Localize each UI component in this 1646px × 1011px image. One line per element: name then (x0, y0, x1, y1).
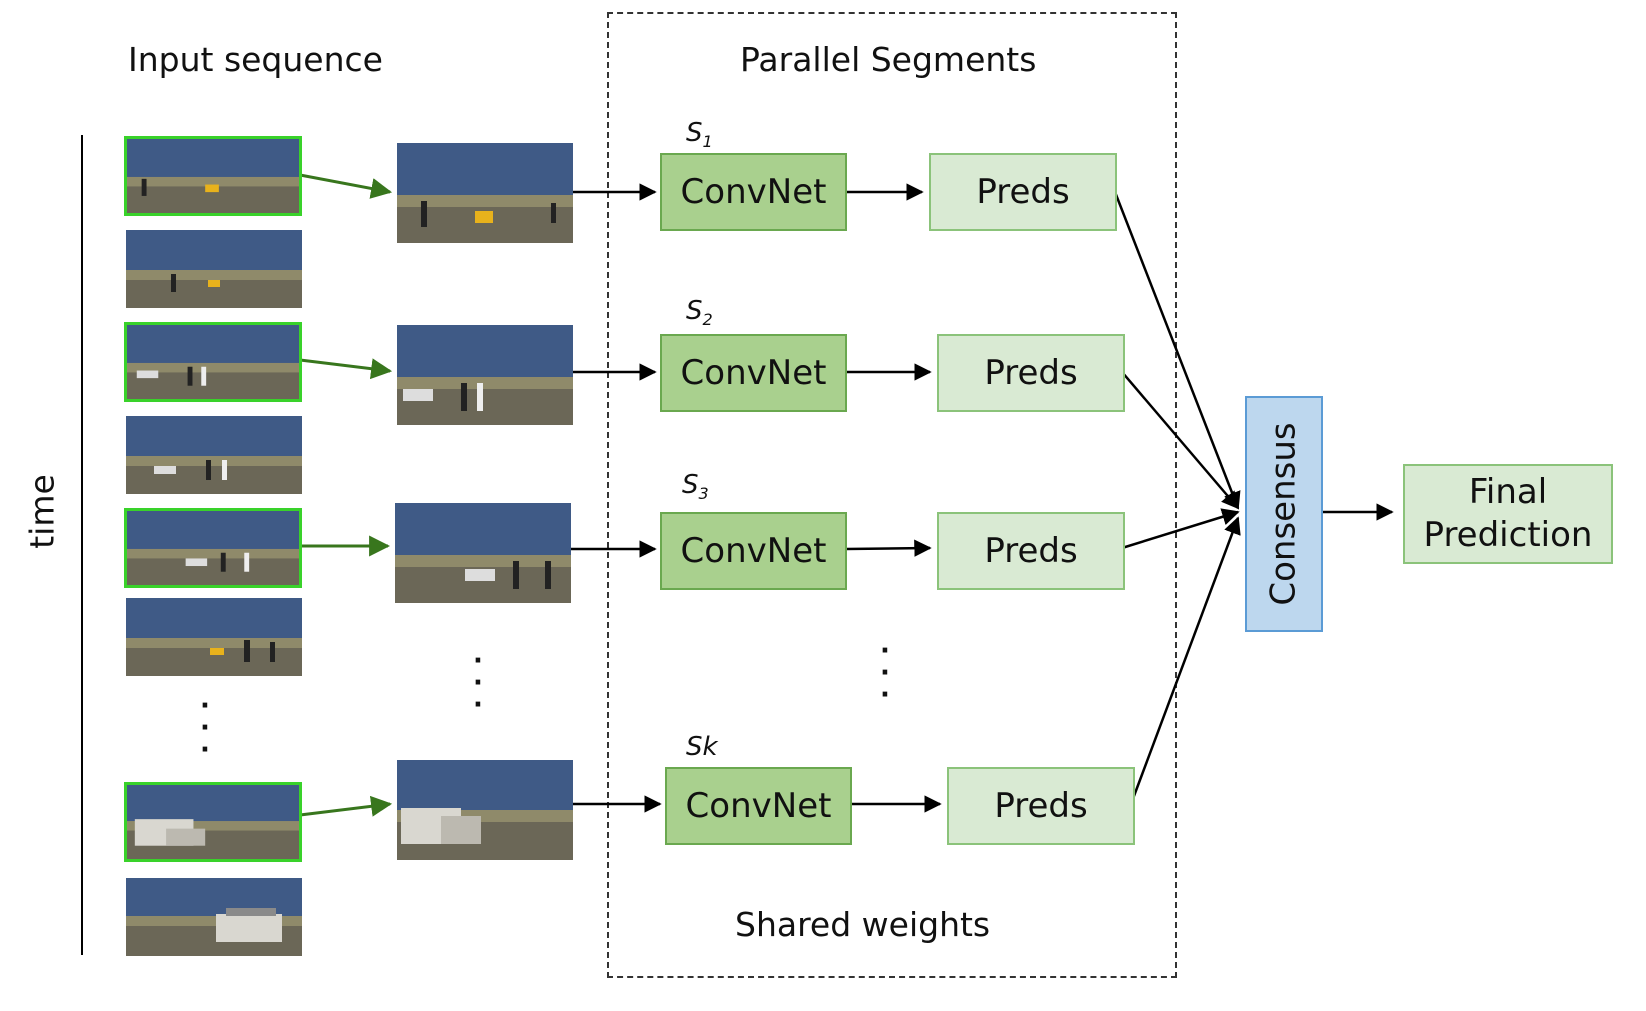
input-frame-7-selected (124, 782, 302, 862)
preds-box-2: Preds (937, 334, 1125, 412)
consensus-label: Consensus (1264, 422, 1304, 606)
consensus-box: Consensus (1245, 396, 1323, 632)
input-frame-1-selected (124, 136, 302, 216)
snippet-frame-3 (395, 503, 571, 603)
input-frame-6 (126, 598, 302, 676)
input-frame-3-selected (124, 322, 302, 402)
final-prediction-line2: Prediction (1423, 515, 1593, 555)
input-frame-4 (126, 416, 302, 494)
snippet-frame-1 (397, 143, 573, 243)
final-prediction-box: Final Prediction (1403, 464, 1613, 564)
input-frame-2 (126, 230, 302, 308)
segment-label-1: S1 (686, 118, 713, 152)
select-arrow-4 (299, 795, 393, 817)
parallel-segments-container (607, 12, 1177, 978)
convnet-to-preds-3 (845, 539, 932, 557)
preds-to-consensus-3 (1121, 508, 1240, 550)
convnet-box-1: ConvNet (660, 153, 847, 231)
snippet-frames-ellipsis: ··· (473, 646, 483, 720)
input-frame-8 (126, 878, 302, 956)
convnet-box-3: ConvNet (660, 512, 847, 590)
convnet-box-2: ConvNet (660, 334, 847, 412)
select-arrow-2 (299, 358, 393, 380)
parallel-segments-heading: Parallel Segments (740, 40, 1037, 79)
convnet-box-k: ConvNet (665, 767, 852, 845)
preds-box-3: Preds (937, 512, 1125, 590)
preds-to-consensus-1 (1113, 191, 1241, 510)
segment-label-2: S2 (686, 296, 713, 330)
input-sequence-heading: Input sequence (128, 40, 383, 79)
segment-label-k: Sk (686, 732, 718, 762)
input-frames-ellipsis: ··· (200, 691, 210, 765)
snippet-frame-2 (397, 325, 573, 425)
preds-to-consensus-2 (1121, 371, 1240, 510)
preds-to-consensus-4 (1129, 516, 1241, 805)
input-frame-5-selected (124, 508, 302, 588)
final-prediction-line1: Final (1468, 472, 1548, 512)
snippet-frame-4 (397, 760, 573, 860)
shared-weights-label: Shared weights (735, 905, 991, 944)
segment-label-3: S3 (682, 470, 709, 504)
segments-ellipsis: ··· (880, 636, 890, 710)
preds-box-1: Preds (929, 153, 1117, 231)
select-arrow-1 (299, 173, 393, 199)
preds-box-k: Preds (947, 767, 1135, 845)
